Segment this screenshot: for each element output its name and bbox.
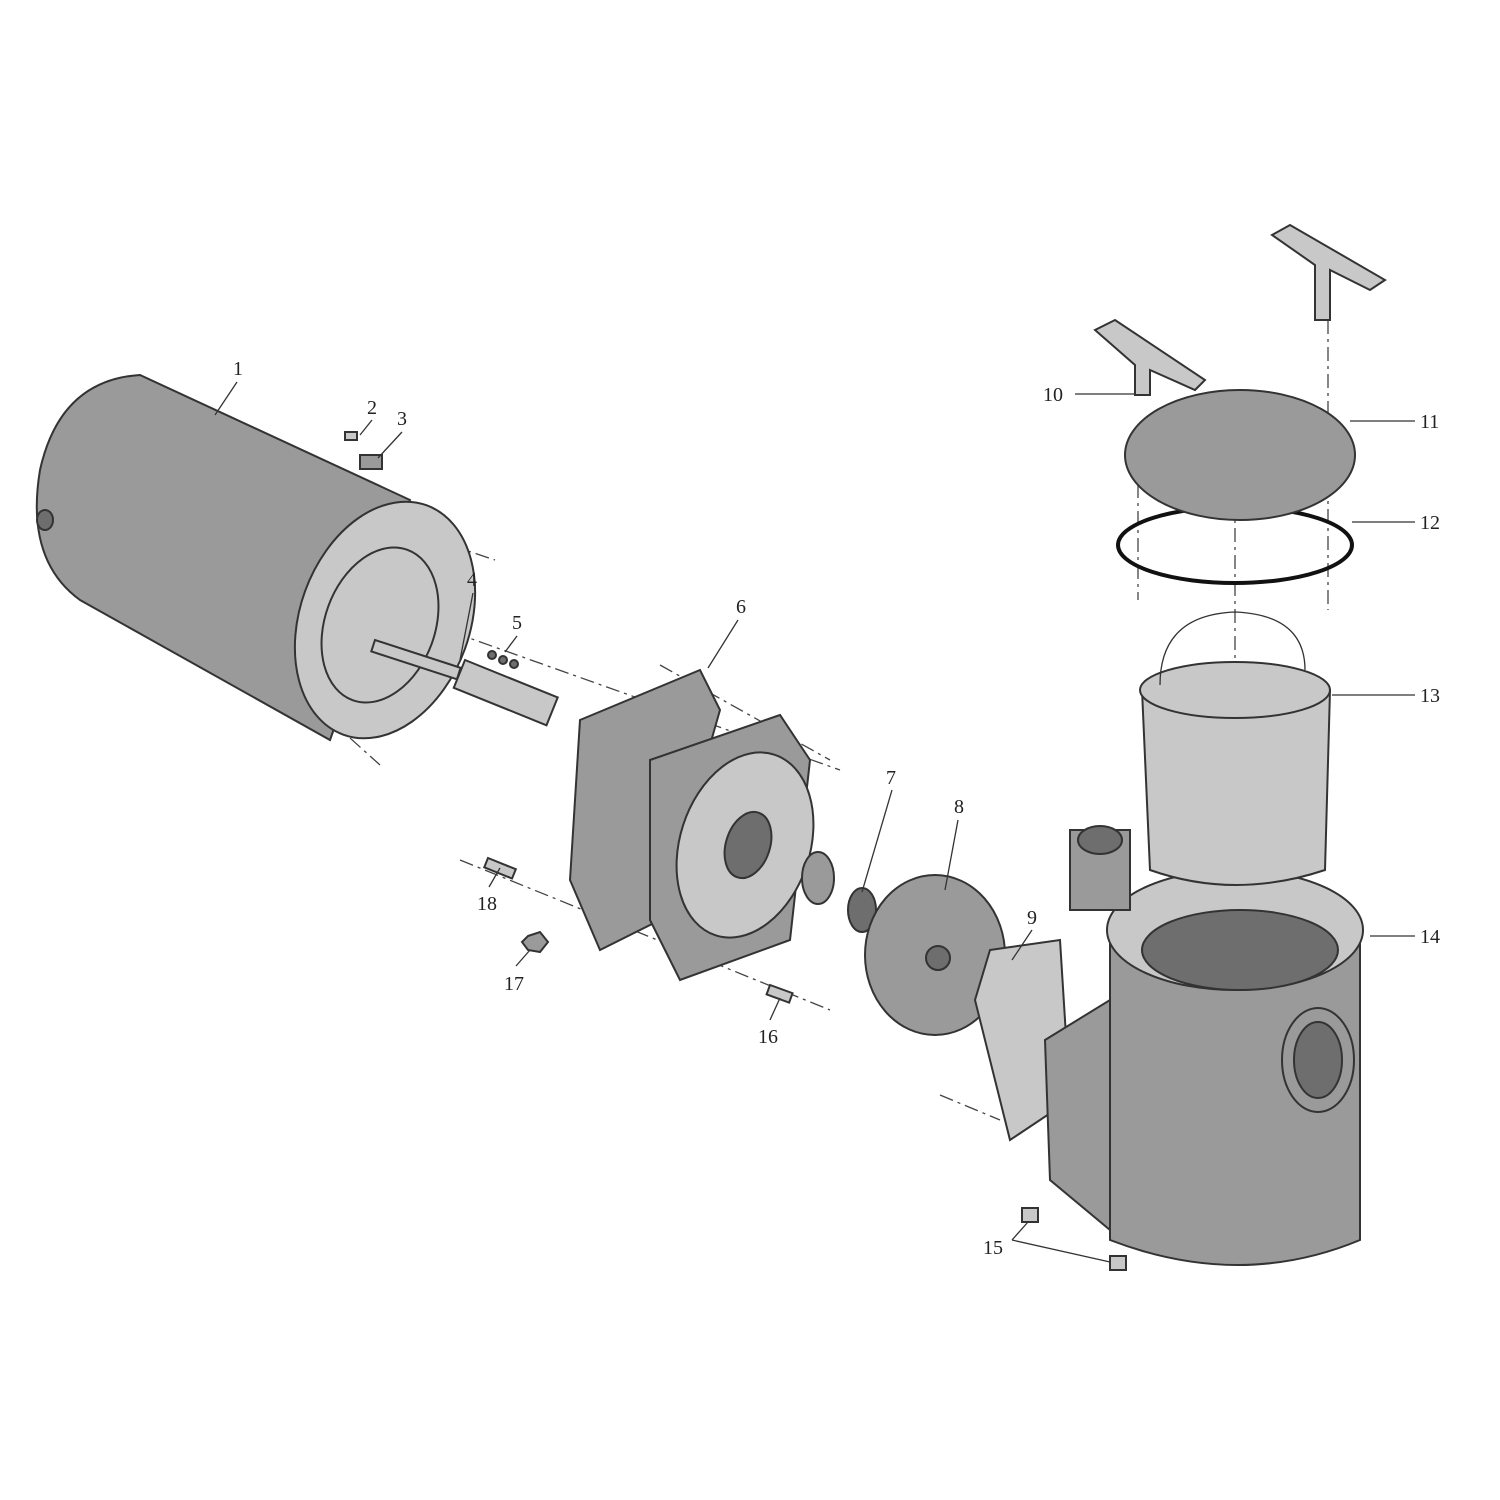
callout-15: 15 (983, 1237, 1003, 1259)
callout-1: 1 (233, 358, 243, 380)
impeller (864, 874, 1006, 1036)
callout-5: 5 (512, 612, 522, 634)
strainer-basket (1139, 611, 1332, 886)
callout-16: 16 (758, 1026, 778, 1048)
callout-9: 9 (1027, 907, 1037, 929)
callout-14: 14 (1420, 926, 1440, 948)
leader-lines (214, 381, 1415, 1263)
callout-2: 2 (367, 397, 377, 419)
callout-8: 8 (954, 796, 964, 818)
lid-knobs (1093, 223, 1387, 396)
switch-parts (344, 431, 383, 470)
callout-18: 18 (477, 893, 497, 915)
callout-7: 7 (886, 767, 896, 789)
callout-17: 17 (504, 973, 524, 995)
small-hardware (482, 856, 1127, 1271)
callout-10: 10 (1043, 384, 1063, 406)
set-screws (487, 650, 519, 669)
callout-4: 4 (467, 569, 477, 591)
shaft-extension (452, 658, 560, 727)
callout-13: 13 (1420, 685, 1440, 707)
callout-3: 3 (397, 408, 407, 430)
strainer-housing (1043, 825, 1364, 1266)
callout-12: 12 (1420, 512, 1440, 534)
shaft-seal (801, 851, 877, 933)
strainer-lid (1124, 389, 1356, 521)
adapter-bracket (568, 668, 815, 982)
motor (35, 373, 477, 742)
callout-11: 11 (1420, 411, 1439, 433)
callout-6: 6 (736, 596, 746, 618)
callout-labels: 1 2 3 4 5 6 7 8 9 10 11 12 13 14 15 16 1… (233, 358, 1440, 1259)
